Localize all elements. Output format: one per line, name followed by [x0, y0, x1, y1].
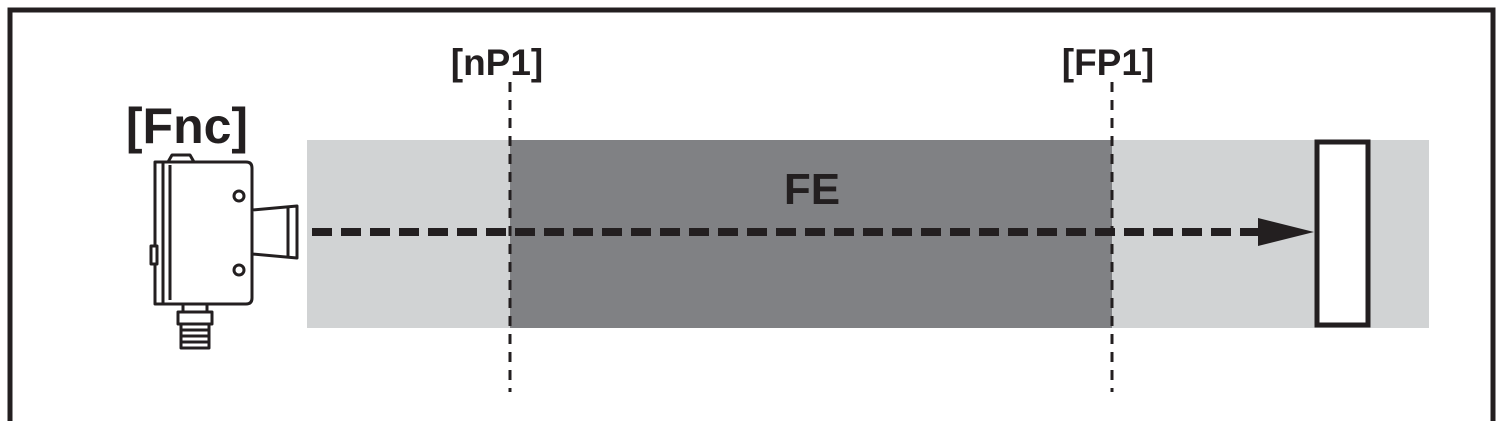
function-label: [Fnc] [126, 98, 248, 154]
frame-border [7, 7, 1496, 421]
beam-arrowhead-icon [1258, 218, 1314, 246]
reflector-target-icon [1314, 139, 1371, 328]
photoelectric-sensor-icon [149, 153, 299, 350]
near-point-label: [nP1] [451, 42, 544, 83]
zone-label: FE [784, 165, 840, 214]
far-point-label: [FP1] [1062, 42, 1155, 83]
